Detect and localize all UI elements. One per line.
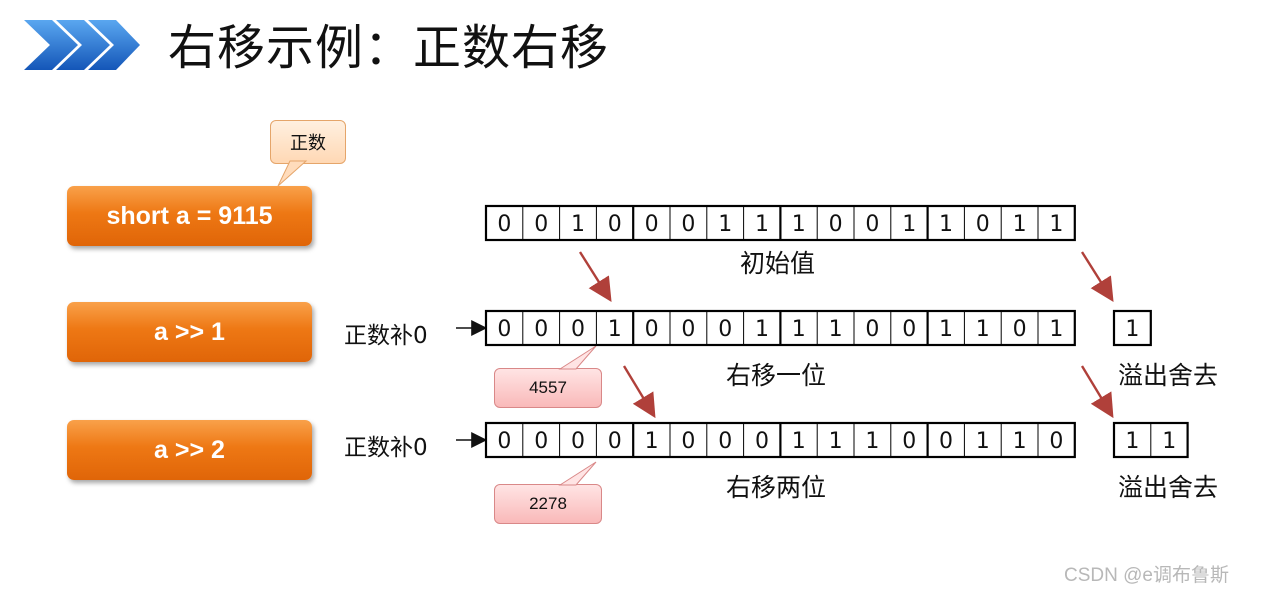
register-row-1-bit: 1 — [792, 317, 806, 342]
overflow-caption-1: 溢出舍去 — [1118, 361, 1219, 390]
pad-zero-label-1: 正数补0 — [344, 323, 428, 349]
register-row-1-bit: 0 — [534, 317, 548, 342]
overflow-box-1-frame — [1112, 309, 1152, 347]
register-row-2-bit: 1 — [792, 429, 806, 454]
shift-arrow-left-2 — [622, 365, 656, 419]
register-row-2-bit: 1 — [645, 429, 659, 454]
register-row-0-bit: 0 — [865, 212, 879, 237]
pad-zero-label-2: 正数补0 — [344, 435, 428, 461]
register-row-2-bit: 0 — [718, 429, 732, 454]
register-row-1-bit: 0 — [645, 317, 659, 342]
shift-right-1-button: a >> 1 — [67, 302, 312, 362]
register-row-2-bit: 0 — [571, 429, 585, 454]
register-row-1-bit: 1 — [1049, 317, 1063, 342]
register-row-2-bit: 1 — [865, 429, 879, 454]
initial-value-caption: 初始值 — [740, 249, 816, 278]
register-row-1-bit: 0 — [718, 317, 732, 342]
register-row-2-bit: 1 — [1013, 429, 1027, 454]
shift-arrow-right-1 — [1080, 251, 1114, 303]
register-row-0-bit: 0 — [645, 212, 659, 237]
overflow-box-2-bit: 1 — [1162, 429, 1176, 454]
register-row-0-bit: 1 — [571, 212, 585, 237]
register-row-1-bit: 0 — [865, 317, 879, 342]
register-row-1-bit: 0 — [571, 317, 585, 342]
value-callout-tail-1 — [558, 345, 597, 370]
register-row-2-bit: 1 — [976, 429, 990, 454]
register-row-0-bit: 1 — [1049, 212, 1063, 237]
shift-two-caption: 右移两位 — [726, 473, 827, 502]
register-row-2-bit: 0 — [497, 429, 511, 454]
shift-arrow-right-2 — [1080, 365, 1114, 419]
register-row-1-bit: 0 — [1013, 317, 1027, 342]
short-a-button: short a = 9115 — [67, 186, 312, 246]
register-row-1-bit: 0 — [497, 317, 511, 342]
shift-arrow-left-1 — [578, 251, 612, 303]
register-row-2-bit: 0 — [681, 429, 695, 454]
shift-one-caption: 右移一位 — [726, 361, 827, 390]
register-row-2-bit: 0 — [939, 429, 953, 454]
register-row-1-bit: 1 — [976, 317, 990, 342]
overflow-box-2-bit: 1 — [1125, 429, 1139, 454]
value-callout-2278: 2278 — [494, 484, 602, 524]
shift-right-2-button: a >> 2 — [67, 420, 312, 480]
register-row-0-bit: 0 — [497, 212, 511, 237]
register-row-1-bit: 1 — [829, 317, 843, 342]
register-row-2-bit: 0 — [1049, 429, 1063, 454]
register-row-0-bit: 0 — [829, 212, 843, 237]
register-row-0-bit: 0 — [534, 212, 548, 237]
register-row-1-bit: 0 — [902, 317, 916, 342]
register-row-2-bit: 0 — [608, 429, 622, 454]
register-row-0-bit: 0 — [608, 212, 622, 237]
register-row-2-bit: 0 — [902, 429, 916, 454]
value-callout-4557: 4557 — [494, 368, 602, 408]
positive-callout: 正数 — [270, 120, 346, 164]
register-row-0-bit: 1 — [718, 212, 732, 237]
register-row-0-bit: 1 — [902, 212, 916, 237]
overflow-caption-2: 溢出舍去 — [1118, 473, 1219, 502]
register-row-1-bit: 1 — [939, 317, 953, 342]
register-row-0-bit: 1 — [755, 212, 769, 237]
value-callout-tail-2 — [558, 461, 597, 486]
register-row-0-bit: 0 — [976, 212, 990, 237]
page-title: 右移示例：正数右移 — [168, 20, 610, 76]
chevron-logo-icon — [24, 20, 140, 70]
register-row-1-bit: 1 — [755, 317, 769, 342]
register-row-0-bit: 1 — [1013, 212, 1027, 237]
register-row-2-bit: 1 — [829, 429, 843, 454]
register-row-0-bit: 1 — [792, 212, 806, 237]
overflow-box-1-bit: 1 — [1125, 317, 1139, 342]
register-row-2-bit: 0 — [755, 429, 769, 454]
watermark: CSDN @e调布鲁斯 — [1064, 565, 1229, 586]
positive-callout-tail — [277, 160, 308, 187]
register-row-1-bit: 1 — [608, 317, 622, 342]
register-row-0-bit: 0 — [681, 212, 695, 237]
register-row-2-bit: 0 — [534, 429, 548, 454]
register-row-0-bit: 1 — [939, 212, 953, 237]
register-row-1-bit: 0 — [681, 317, 695, 342]
